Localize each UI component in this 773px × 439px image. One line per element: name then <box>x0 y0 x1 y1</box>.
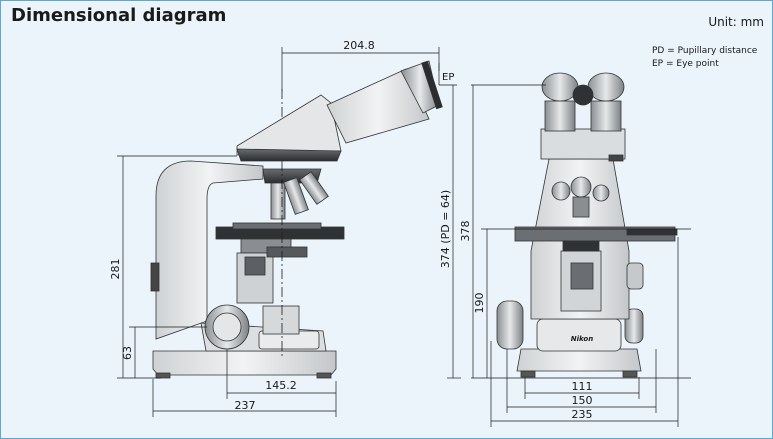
dim-145-2: 145.2 <box>265 379 297 392</box>
dim-237: 237 <box>235 399 256 412</box>
dim-ep: EP <box>442 72 454 83</box>
dim-190: 190 <box>473 293 486 314</box>
side-view-dimension-lines <box>117 47 461 417</box>
side-view-microscope <box>150 60 443 379</box>
front-view-microscope <box>496 72 678 378</box>
legend-pd: PD = Pupillary distance <box>652 46 758 56</box>
abbreviation-legend: PD = Pupillary distance EP = Eye point <box>652 45 757 71</box>
dim-111: 111 <box>572 380 593 393</box>
dim-150: 150 <box>572 394 593 407</box>
dim-63: 63 <box>121 346 134 360</box>
front-view-brand-label: Nikon <box>571 335 593 343</box>
dim-374: 374 (PD = 64) <box>439 190 452 268</box>
legend-ep: EP = Eye point <box>652 59 719 69</box>
unit-label: Unit: mm <box>708 15 764 29</box>
dim-235: 235 <box>572 408 593 421</box>
front-view-dimension-lines <box>471 84 691 427</box>
dim-281: 281 <box>109 259 122 280</box>
dim-204-8: 204.8 <box>343 39 375 52</box>
dim-378: 378 <box>459 221 472 242</box>
diagram-title: Dimensional diagram <box>11 5 227 26</box>
